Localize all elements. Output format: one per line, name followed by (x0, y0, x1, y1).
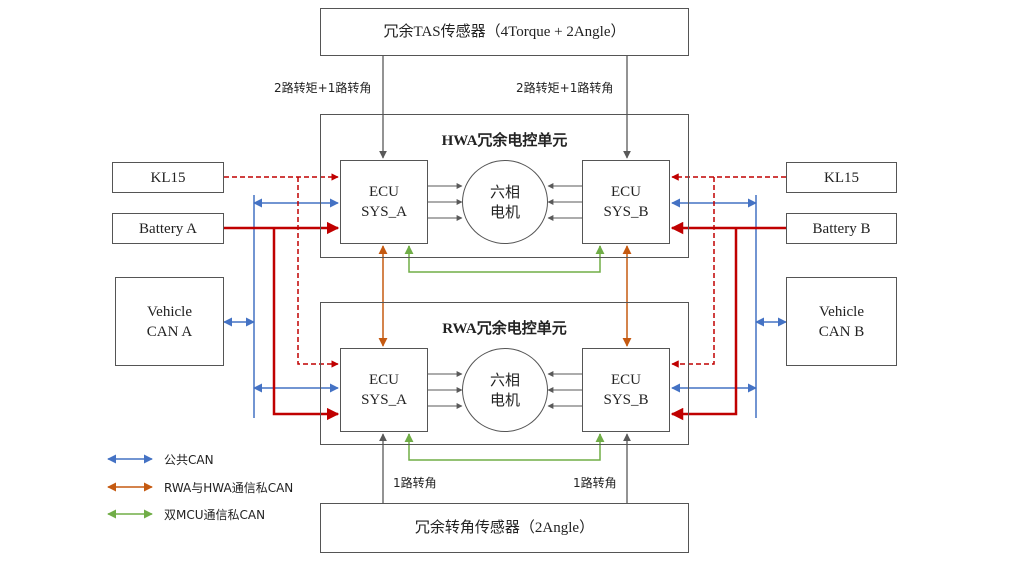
angle-signal-label-left: 1路转角 (393, 476, 437, 490)
legend-rwa-hwa-can-label: RWA与HWA通信私CAN (164, 481, 294, 495)
hwa-ecu-a-line1: ECU (368, 184, 399, 200)
rwa-ecu-a-line2: SYS_A (361, 392, 407, 408)
kl15-lines (224, 173, 786, 368)
rwa-hwa-can-lines (378, 245, 632, 347)
vehicle-can-b-line2: CAN B (818, 323, 865, 340)
battery-b-box: Battery B (786, 213, 897, 244)
kl15-left-label: KL15 (150, 169, 186, 186)
hwa-motor-line1: 六相 (489, 183, 520, 201)
kl15-right-label: KL15 (824, 169, 859, 186)
angle-signal-label-right: 1路转角 (573, 476, 617, 490)
vehicle-can-a-line1: Vehicle (147, 303, 192, 320)
tas-sensor-box: 冗余TAS传感器（4Torque + 2Angle） (320, 8, 689, 56)
hwa-ecu-a: ECU SYS_A (340, 160, 428, 244)
tas-signal-lines (379, 56, 631, 159)
rwa-unit-title: RWA冗余电控单元 (442, 321, 567, 337)
rwa-motor-line2: 电机 (489, 391, 520, 409)
hwa-ecu-b-line1: ECU (611, 184, 641, 200)
mcu-private-can-lines (404, 245, 605, 461)
hwa-motor-arrows (428, 183, 582, 221)
hwa-unit-title: HWA冗余电控单元 (441, 133, 568, 149)
hwa-ecu-b-line2: SYS_B (603, 204, 649, 220)
rwa-ecu-b-line1: ECU (611, 372, 641, 388)
battery-power-lines (224, 221, 786, 421)
legend-public-can-label: 公共CAN (164, 453, 214, 467)
battery-a-box: Battery A (112, 213, 224, 244)
legend-mcu-can-label: 双MCU通信私CAN (164, 508, 266, 522)
kl15-left-box: KL15 (112, 162, 224, 193)
rwa-ecu-b: ECU SYS_B (582, 348, 670, 432)
battery-a-label: Battery A (139, 220, 197, 237)
hwa-motor-line2: 电机 (489, 203, 520, 221)
battery-b-label: Battery B (812, 220, 871, 237)
vehicle-can-b-line1: Vehicle (819, 303, 864, 320)
angle-sensor-box: 冗余转角传感器（2Angle） (320, 503, 689, 553)
hwa-six-phase-motor: 六相电机 (462, 160, 548, 244)
legend-arrows (107, 454, 153, 519)
rwa-ecu-a-line1: ECU (368, 372, 399, 388)
rwa-unit: RWA冗余电控单元 (320, 302, 689, 445)
angle-signal-lines (379, 433, 631, 503)
rwa-motor-line1: 六相 (489, 371, 520, 389)
tas-sensor-label: 冗余TAS传感器（4Torque + 2Angle） (383, 24, 626, 40)
rwa-ecu-a: ECU SYS_A (340, 348, 428, 432)
hwa-unit: HWA冗余电控单元 (320, 114, 689, 258)
rwa-motor-arrows (428, 371, 582, 409)
hwa-ecu-a-line2: SYS_A (361, 204, 407, 220)
hwa-ecu-b: ECU SYS_B (582, 160, 670, 244)
tas-signal-label-left: 2路转矩+1路转角 (274, 81, 372, 95)
tas-signal-label-right: 2路转矩+1路转角 (516, 81, 614, 95)
rwa-ecu-b-line2: SYS_B (603, 392, 649, 408)
vehicle-can-a-line2: CAN A (146, 323, 193, 340)
angle-sensor-label: 冗余转角传感器（2Angle） (414, 520, 595, 536)
kl15-right-box: KL15 (786, 162, 897, 193)
rwa-six-phase-motor: 六相电机 (462, 348, 548, 432)
